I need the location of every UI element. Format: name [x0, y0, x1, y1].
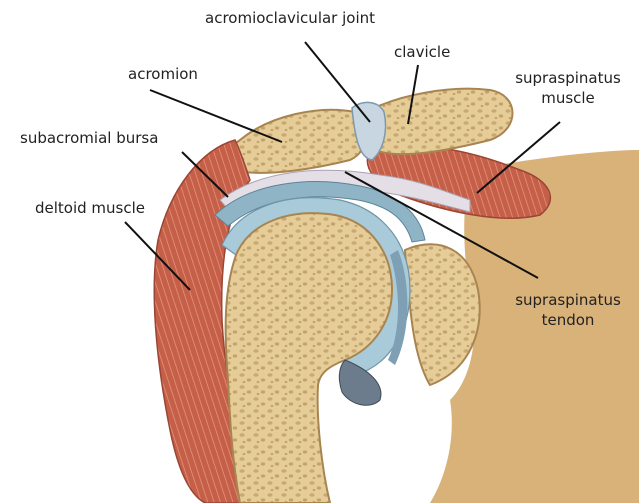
label-supraspinatus-tendon: supraspinatus tendon	[508, 290, 628, 330]
label-supraspinatus-muscle: supraspinatus muscle	[508, 68, 628, 108]
label-supraspinatus-muscle-line2: muscle	[508, 88, 628, 108]
label-subacromial-bursa: subacromial bursa	[20, 128, 158, 148]
label-acromioclavicular-joint: acromioclavicular joint	[205, 8, 375, 28]
label-acromion: acromion	[128, 64, 198, 84]
inferior-capsule-shape	[339, 360, 381, 405]
leader-acromion	[150, 90, 282, 142]
acromion-shape	[229, 110, 367, 173]
label-clavicle: clavicle	[394, 42, 450, 62]
label-deltoid-muscle: deltoid muscle	[35, 198, 145, 218]
label-supraspinatus-muscle-line1: supraspinatus	[508, 68, 628, 88]
label-supraspinatus-tendon-line2: tendon	[508, 310, 628, 330]
label-supraspinatus-tendon-line1: supraspinatus	[508, 290, 628, 310]
glenoid-region	[405, 244, 480, 385]
